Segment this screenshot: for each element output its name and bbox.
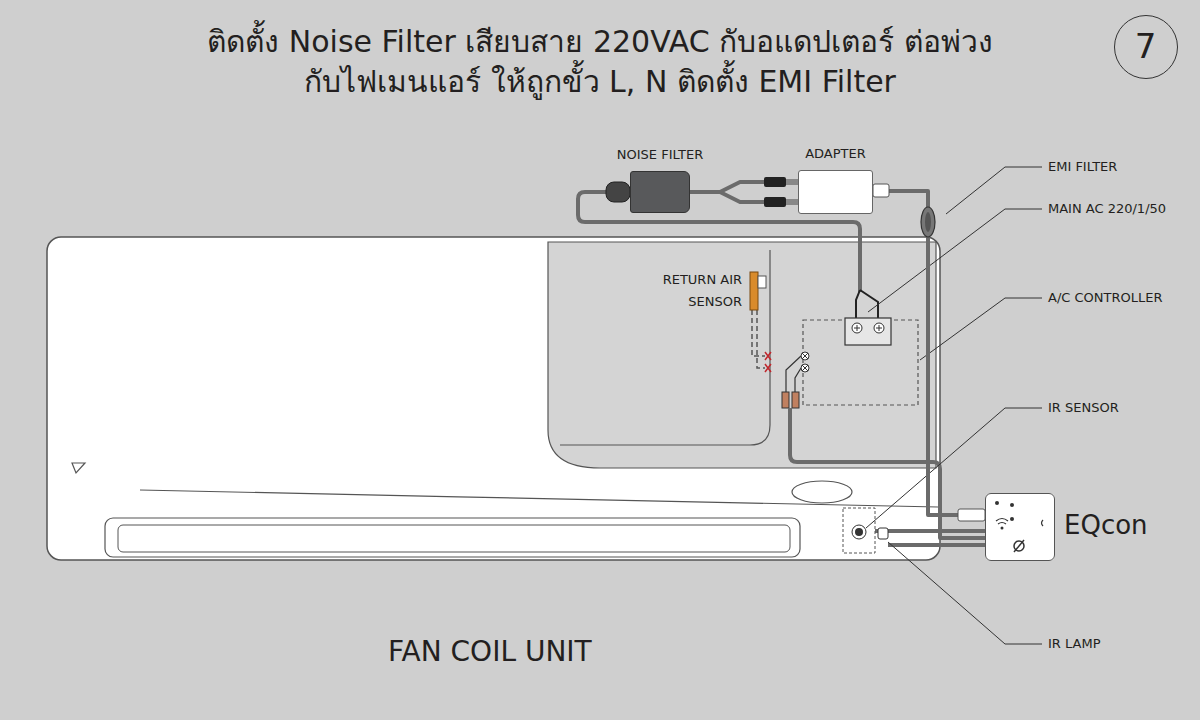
node-label: ADAPTER (805, 146, 866, 161)
return-air-sensor (758, 276, 766, 288)
return-air-sensor (750, 272, 758, 310)
terminal-leads (860, 290, 878, 320)
emi-filter (921, 207, 935, 237)
part-label: A/C CONTROLLER (1048, 287, 1162, 309)
fan-coil-body (105, 518, 800, 557)
terminal-block (845, 318, 891, 345)
thermistor-wire (790, 408, 985, 538)
eqcon-body (995, 501, 999, 505)
node-label: EQcon (1064, 510, 1148, 540)
step-number: 7 (1114, 15, 1178, 79)
ir-wires (888, 543, 985, 547)
node-label: 7 (1115, 16, 1176, 77)
node-label: NOISE FILTER (617, 147, 703, 162)
eqcon-body (1001, 527, 1004, 530)
eqcon-body (1014, 540, 1024, 552)
fan-coil-body (560, 250, 770, 445)
terminal-block (854, 325, 882, 331)
leader-line (888, 542, 1042, 644)
ir-wires (875, 529, 985, 533)
ir-lamp (878, 528, 888, 539)
sensor-connector (786, 356, 801, 392)
sensor-connector (802, 353, 808, 371)
fan-coil-body (47, 237, 940, 560)
node-label: FAN COIL UNIT (388, 635, 592, 668)
leader-line (946, 167, 1042, 214)
eqcon-body (1014, 541, 1024, 551)
ir-sensor (843, 508, 875, 553)
thermistor-wire (790, 408, 985, 538)
return-air-sensor (765, 352, 771, 372)
ir-sensor (855, 528, 863, 536)
eqcon-body (985, 493, 1055, 561)
sensor-connector (782, 352, 809, 408)
sensor-connector (792, 392, 799, 408)
leader-line (866, 167, 1042, 644)
eqcon-body (1010, 517, 1014, 521)
cable (873, 191, 985, 515)
leader-line (868, 209, 1042, 312)
adapter-plug (764, 197, 786, 207)
part-label: IR LAMP (1048, 633, 1101, 655)
fan-coil-body (792, 481, 852, 503)
part-label: MAIN AC 220/1/50 (1048, 198, 1166, 220)
eqcon-body (985, 493, 1055, 561)
return-air-sensor (752, 310, 765, 368)
part-label: RETURN AIR SENSOR (640, 269, 742, 313)
eqcon-plug (958, 509, 985, 521)
ir-sensor (843, 508, 875, 553)
title: ติดตั้ง Noise Filter เสียบสาย 220VAC กับ… (190, 22, 1010, 102)
adapter-plug (786, 179, 798, 185)
eqcon-body (996, 519, 1008, 525)
terminal-block (845, 318, 891, 345)
noise-filter-plug (606, 182, 630, 202)
emi-filter (925, 212, 931, 232)
eqcon-body (1042, 520, 1044, 526)
eqcon-body (1010, 503, 1014, 507)
eqcon-controller: EQcon (985, 493, 1055, 561)
terminal-leads (856, 290, 878, 320)
noise-filter-plug (606, 182, 630, 202)
fan-coil-body (118, 525, 790, 552)
eqcon-plug (958, 509, 985, 521)
leader-line (920, 298, 1042, 360)
adapter: ADAPTER (798, 170, 873, 214)
ir-lamp (878, 528, 888, 539)
ir-sensor (852, 525, 866, 539)
fan-coil-unit: FAN COIL UNIT (47, 237, 940, 560)
ir-wires (875, 531, 985, 545)
fan-coil-body (72, 463, 85, 473)
noise-filter: NOISE FILTER (630, 171, 690, 213)
sensor-connector (782, 392, 789, 408)
leader-line (866, 408, 1042, 528)
part-label: EMI FILTER (1048, 156, 1117, 178)
fan-coil-body (548, 242, 936, 468)
adapter-plug (786, 199, 798, 205)
emi-filter (921, 207, 935, 237)
adapter-plug (873, 184, 889, 197)
adapter-plug (764, 177, 786, 187)
terminal-leads (856, 290, 860, 320)
fan-coil-body (47, 237, 940, 560)
part-label: IR SENSOR (1048, 397, 1119, 419)
return-air-sensor (750, 272, 771, 372)
